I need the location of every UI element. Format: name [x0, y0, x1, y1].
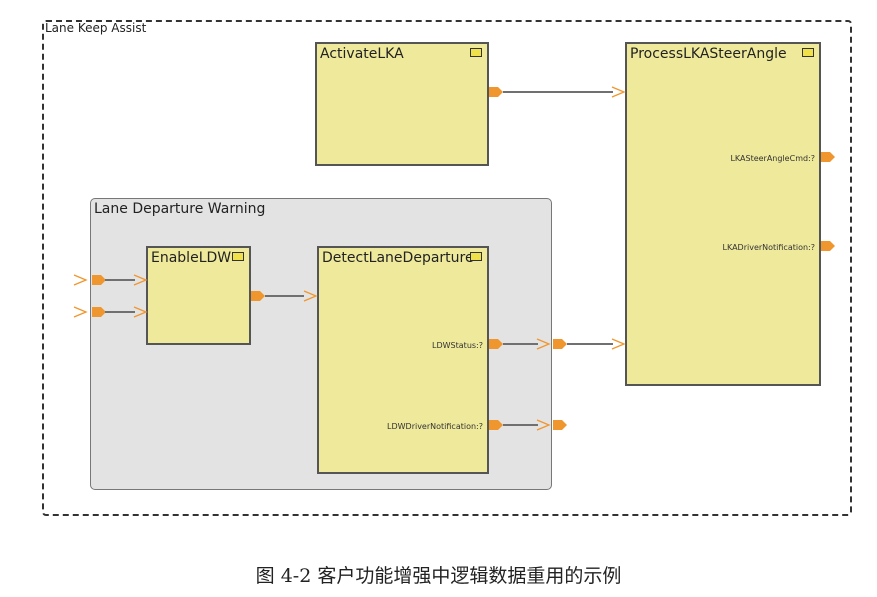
component-activate-lka[interactable]: ActivateLKA: [315, 42, 489, 166]
receiver-port-icon[interactable]: [611, 338, 626, 350]
sender-port-icon[interactable]: [821, 241, 835, 251]
component-icon: [232, 252, 244, 261]
port-label-ldw-status: LDWStatus:?: [432, 341, 483, 350]
component-title: ProcessLKASteerAngle: [630, 46, 787, 62]
sender-port-icon[interactable]: [489, 87, 503, 97]
port-label-lka-driver-notification: LKADriverNotification:?: [722, 243, 816, 252]
sender-port-icon[interactable]: [821, 152, 835, 162]
component-icon: [470, 48, 482, 57]
receiver-port-icon[interactable]: [133, 306, 148, 318]
receiver-port-icon[interactable]: [536, 419, 551, 431]
receiver-port-icon[interactable]: [73, 274, 88, 286]
receiver-port-icon[interactable]: [536, 338, 551, 350]
port-label-ldw-driver-notification: LDWDriverNotification:?: [387, 422, 483, 431]
component-detect-lane-departure[interactable]: DetectLaneDeparture LDWStatus:? LDWDrive…: [317, 246, 489, 474]
component-icon: [470, 252, 482, 261]
port-label-lka-steer-angle-cmd: LKASteerAngleCmd:?: [730, 154, 815, 163]
component-process-lka-steer-angle[interactable]: ProcessLKASteerAngle LKASteerAngleCmd:? …: [625, 42, 821, 386]
lane-departure-warning-label: Lane Departure Warning: [94, 201, 266, 217]
sender-port-icon[interactable]: [92, 307, 106, 317]
receiver-port-icon[interactable]: [303, 290, 318, 302]
receiver-port-icon[interactable]: [611, 86, 626, 98]
sender-port-icon[interactable]: [489, 420, 503, 430]
component-enable-ldw[interactable]: EnableLDW: [146, 246, 251, 345]
receiver-port-icon[interactable]: [133, 274, 148, 286]
component-title: ActivateLKA: [320, 46, 404, 62]
component-icon: [802, 48, 814, 57]
lane-keep-assist-composition: [42, 20, 852, 516]
sender-port-icon[interactable]: [553, 420, 567, 430]
figure-caption: 图 4-2 客户功能增强中逻辑数据重用的示例: [255, 565, 622, 587]
receiver-port-icon[interactable]: [73, 306, 88, 318]
lane-keep-assist-label: Lane Keep Assist: [45, 21, 147, 35]
component-title: EnableLDW: [151, 250, 232, 266]
sender-port-icon[interactable]: [553, 339, 567, 349]
component-title: DetectLaneDeparture: [322, 250, 474, 266]
sender-port-icon[interactable]: [92, 275, 106, 285]
sender-port-icon[interactable]: [251, 291, 265, 301]
sender-port-icon[interactable]: [489, 339, 503, 349]
